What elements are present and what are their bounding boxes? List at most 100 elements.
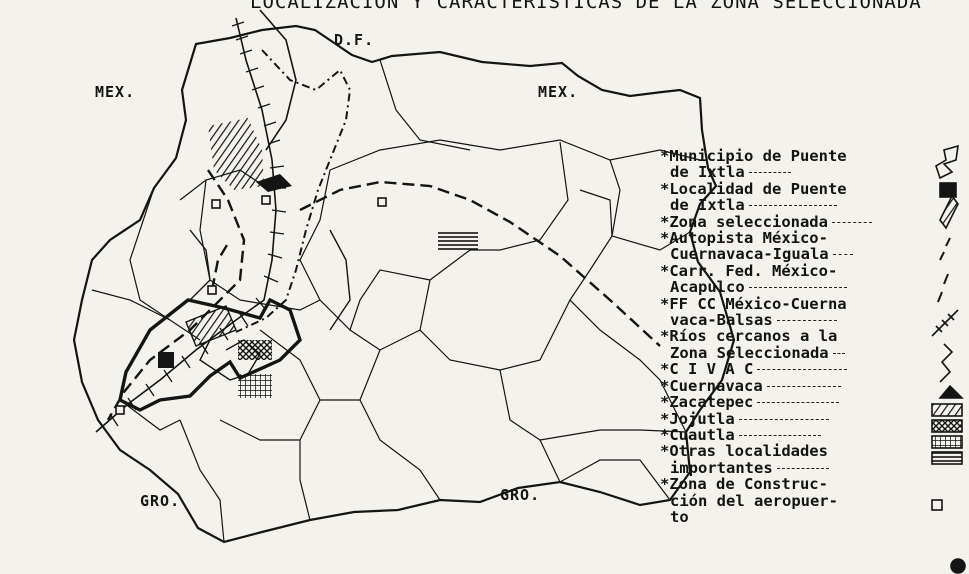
legend-item-text: *Carr. Fed. México- — [660, 263, 965, 279]
legend-item-text: de Ixtla — [660, 163, 965, 182]
legend-item-text: *Zona de Construc- — [660, 476, 965, 492]
legend-item-label: importantes — [670, 458, 773, 477]
legend-leader-line — [832, 254, 853, 256]
legend-item-label: Zona Seleccionada — [670, 343, 829, 362]
legend-item: *Zona de Construc-ción del aeropuer-to — [660, 476, 965, 525]
legend-item: *Zona seleccionada — [660, 212, 965, 231]
legend-item-label: *Autopista México- — [660, 229, 828, 248]
state-outline — [72, 24, 736, 544]
legend-item-label: de Ixtla — [670, 196, 745, 215]
airport-dot-icon — [950, 558, 966, 574]
legend-item: *Zacatepec — [660, 394, 965, 410]
legend-item-label: *Cuautla — [660, 425, 735, 444]
municipio-outline-icon — [935, 144, 959, 180]
legend-item: *C I V A C — [660, 361, 965, 377]
legend-item-text: *Otras localidades — [660, 443, 965, 459]
legend-item-label: *Zona de Construc- — [660, 475, 828, 494]
legend-item-text: *FF CC México-Cuerna — [660, 294, 965, 313]
legend-leader-line — [748, 172, 791, 174]
railway-icon — [931, 309, 959, 337]
selected-zone-hatch-icon — [939, 194, 959, 230]
legend-item-text: Zona Seleccionada — [660, 345, 965, 361]
legend-item-label: *FF CC México-Cuerna — [660, 294, 847, 313]
legend-leader-line — [776, 320, 837, 322]
legend-item-text: importantes — [660, 460, 965, 476]
cuernavaca-hatch-icon — [931, 403, 963, 417]
legend-item-label: *Otras localidades — [660, 442, 828, 461]
legend-item-text: ción del aeropuer- — [660, 491, 965, 510]
legend-leader-line — [831, 221, 872, 223]
cuautla-lines-icon — [931, 451, 963, 465]
jojutla-grid-icon — [931, 435, 963, 449]
legend-item-label: *Zacatepec — [660, 393, 754, 412]
legend-item-text: *Municipio de Puente — [660, 148, 965, 164]
civac-triangle-icon — [938, 384, 964, 399]
puente-ixtla-locality — [158, 352, 174, 368]
legend-item-label: Cuernavaca-Iguala — [670, 245, 829, 264]
legend-item-text: de Ixtla — [660, 197, 965, 213]
legend-item: *Cuernavaca — [660, 376, 965, 395]
legend-item: *Cuautla — [660, 427, 965, 443]
legend-item-label: de Ixtla — [670, 163, 745, 182]
legend-item-label: Acapulco — [670, 278, 745, 297]
legend-item-label: *Jojutla — [660, 409, 735, 428]
legend-item-text: vaca-Balsas — [660, 312, 965, 328]
federal-road-dash-icon — [937, 273, 949, 303]
region-label-mex-west: MEX. — [95, 83, 136, 101]
federal-roads — [106, 169, 661, 421]
legend-item-label: *Carr. Fed. México- — [660, 261, 838, 280]
legend-leader-line — [738, 434, 821, 436]
legend-item-text: *Localidad de Puente — [660, 181, 965, 197]
highway-line — [235, 49, 352, 333]
other-localities — [115, 195, 387, 415]
legend-item-label: *Zona seleccionada — [660, 212, 828, 231]
legend-item-text: Cuernavaca-Iguala — [660, 245, 965, 264]
region-label-mex-east: MEX. — [538, 83, 579, 101]
legend-item-text: *Zona seleccionada — [660, 212, 965, 231]
legend-item: *Autopista México-Cuernavaca-Iguala — [660, 230, 965, 263]
zacatepec-crosshatch-icon — [931, 419, 963, 433]
legend-leader-line — [757, 369, 848, 371]
region-label-df: D.F. — [334, 31, 375, 49]
legend-item-text: Acapulco — [660, 279, 965, 295]
legend-item-text: *Cuautla — [660, 427, 965, 443]
railway-line — [95, 9, 297, 433]
legend-item: *Carr. Fed. México-Acapulco — [660, 263, 965, 296]
zacatepec-area — [238, 340, 272, 360]
civac-area — [256, 174, 292, 192]
legend-leader-line — [738, 418, 829, 420]
selected-zone-area — [185, 305, 237, 347]
legend-item-label: *Ríos cercanos a la — [660, 327, 838, 346]
legend-item-text: to — [660, 509, 965, 525]
legend-item-text: *Cuernavaca — [660, 376, 965, 395]
legend-symbols — [931, 144, 966, 574]
legend-leader-line — [748, 205, 837, 207]
legend-item-label: *Localidad de Puente — [660, 179, 847, 198]
municipal-boundaries — [91, 59, 701, 543]
small-square-icon — [931, 499, 943, 511]
legend-item-label: *Cuernavaca — [660, 376, 763, 395]
legend-item-label: ción del aeropuer- — [670, 491, 838, 510]
highway-dash-icon — [939, 237, 951, 261]
cuernavaca-area — [208, 118, 264, 190]
legend-item: *Jojutla — [660, 409, 965, 428]
legend-leader-line — [766, 385, 841, 387]
legend-item-text: *Ríos cercanos a la — [660, 328, 965, 344]
legend-item-label: *C I V A C — [660, 360, 754, 379]
legend-item-text: *Jojutla — [660, 409, 965, 428]
jojutla-area — [238, 374, 272, 398]
region-label-gro-east: GRO. — [500, 486, 541, 504]
legend-item-label: vaca-Balsas — [670, 311, 773, 330]
legend-item-text: *Zacatepec — [660, 394, 965, 410]
legend-leader-line — [776, 467, 829, 469]
legend-item-label: *Municipio de Puente — [660, 147, 847, 165]
black-square-icon — [939, 182, 957, 198]
cuautla-area — [438, 230, 478, 252]
map-title: LOCALIZACIÓN Y CARACTERÍSTICAS DE LA ZON… — [250, 0, 922, 13]
legend-item-text: *Autopista México- — [660, 230, 965, 246]
